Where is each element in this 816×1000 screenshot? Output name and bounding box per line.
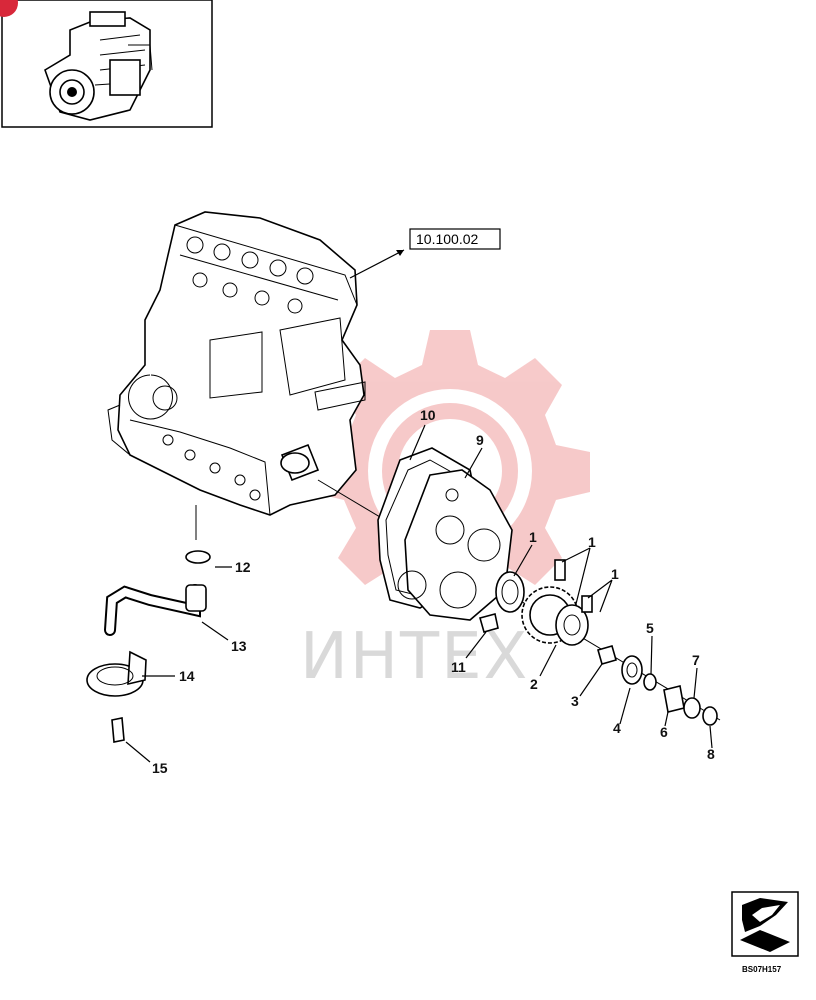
engine-thumbnail-icon: [44, 11, 153, 121]
thumbnail-badge: [0, 0, 18, 17]
callout-16: 15: [152, 760, 168, 776]
bolt-part-16: [111, 717, 125, 743]
callout-2: 1: [529, 529, 537, 545]
leader-lines: [125, 424, 713, 763]
callout-11: 10: [420, 407, 436, 423]
callout-14: 13: [231, 638, 247, 654]
callout-3: 2: [530, 676, 538, 692]
callout-1a: 1: [588, 534, 596, 550]
callout-13: 12: [235, 559, 251, 575]
engine-block: [107, 211, 366, 516]
reference-box-label: 10.100.02: [416, 231, 478, 247]
callout-15: 14: [179, 668, 195, 684]
spring-part-7: [663, 685, 685, 713]
engine-thumbnail[interactable]: [1, 0, 213, 128]
gear-part-3: [521, 586, 589, 646]
callout-12: 11: [451, 659, 466, 675]
part-6: [643, 673, 657, 691]
washer-part-4: [597, 645, 617, 665]
callout-4: 3: [571, 693, 579, 709]
bolt-part-12: [479, 613, 499, 633]
front-cover-part-10: [404, 469, 513, 621]
callout-6: 5: [646, 620, 654, 636]
key-part-1a: [554, 559, 566, 581]
next-page-button[interactable]: [731, 891, 799, 957]
reference-box[interactable]: 10.100.02: [409, 228, 501, 250]
oil-strainer-part-15: [86, 650, 147, 697]
oil-seal-part-2: [495, 571, 525, 613]
o-ring-part-13: [185, 550, 211, 564]
part-9: [702, 706, 718, 726]
ring-part-5: [621, 655, 643, 685]
callout-9: 8: [707, 746, 715, 762]
callout-8: 7: [692, 652, 700, 668]
key-part-1b: [581, 595, 593, 613]
reference-leader: [349, 249, 405, 279]
callout-5: 4: [613, 720, 621, 736]
part-8: [683, 697, 701, 719]
next-page-arrow-icon: [740, 898, 790, 952]
watermark-text: ИНТЕХ: [300, 620, 529, 694]
diagram-code: BS07H157: [742, 965, 782, 974]
callout-7: 6: [660, 724, 668, 740]
callout-1b: 1: [611, 566, 619, 582]
callout-10: 9: [476, 432, 484, 448]
